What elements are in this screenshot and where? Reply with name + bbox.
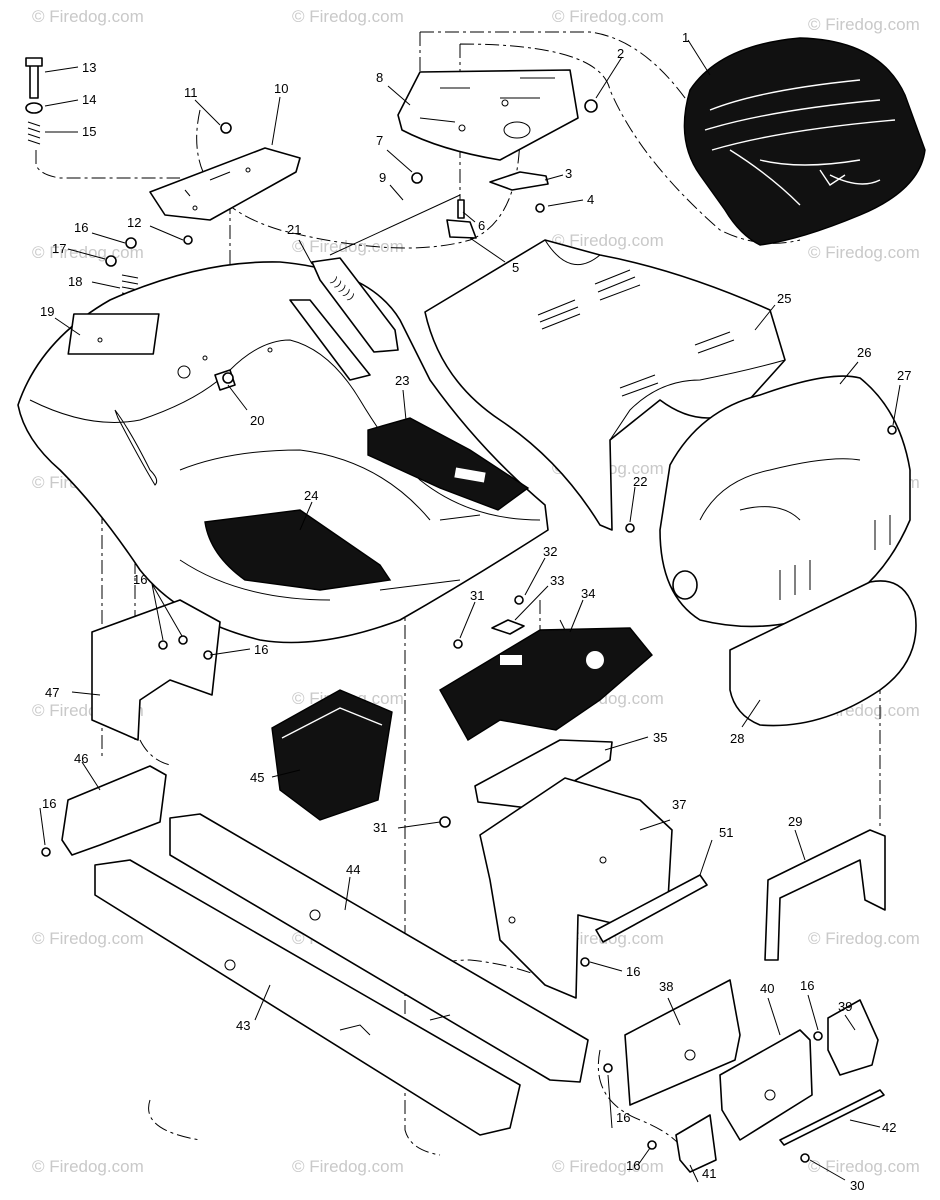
bracket-37 [479, 777, 673, 999]
seat-pan [397, 69, 579, 161]
callout-20: 20 [250, 413, 264, 428]
callout-43: 43 [236, 1018, 250, 1033]
callout-16: 16 [626, 1158, 640, 1173]
watermark: © Firedog.com [808, 243, 920, 262]
watermark: © Firedog.com [32, 1157, 144, 1176]
bracket-40 [719, 1029, 813, 1141]
hood-lens [729, 580, 917, 727]
callout-44: 44 [346, 862, 360, 877]
callout-45: 45 [250, 770, 264, 785]
rod-42 [779, 1089, 885, 1163]
callout-19: 19 [40, 304, 54, 319]
emblem: ))))) [311, 257, 399, 353]
fender-body [17, 261, 549, 644]
callout-16: 16 [800, 978, 814, 993]
callout-5: 5 [512, 260, 519, 275]
callout-17: 17 [52, 241, 66, 256]
bracket-51 [595, 874, 708, 943]
callout-41: 41 [702, 1166, 716, 1181]
callout-33: 33 [550, 573, 564, 588]
watermark: © Firedog.com [552, 231, 664, 250]
callout-2: 2 [617, 46, 624, 61]
callout-31: 31 [373, 820, 387, 835]
bracket-41 [647, 1114, 717, 1173]
callout-31: 31 [470, 588, 484, 603]
callout-26: 26 [857, 345, 871, 360]
callout-11: 11 [184, 85, 198, 100]
leader-lines [39, 39, 901, 1183]
callout-14: 14 [82, 92, 96, 107]
callout-51: 51 [719, 825, 733, 840]
battery-box [271, 689, 393, 821]
callout-21: 21 [287, 222, 301, 237]
callout-34: 34 [581, 586, 595, 601]
callout-3: 3 [565, 166, 572, 181]
watermark: © Firedog.com [552, 7, 664, 26]
watermark: © Firedog.com [808, 929, 920, 948]
callout-10: 10 [274, 81, 288, 96]
callout-9: 9 [379, 170, 386, 185]
bracket-35 [439, 739, 613, 828]
footrest-mats [204, 417, 530, 591]
watermark: © Firedog.com [292, 7, 404, 26]
watermark: © Firedog.com [808, 1157, 920, 1176]
callout-29: 29 [788, 814, 802, 829]
hood-vents [537, 269, 735, 397]
dash-panel [439, 595, 653, 741]
spring-hardware [25, 57, 139, 303]
bracket-29 [764, 829, 886, 961]
callout-27: 27 [897, 368, 911, 383]
callout-42: 42 [882, 1120, 896, 1135]
watermark: © Firedog.com [32, 929, 144, 948]
callout-1: 1 [682, 30, 689, 45]
hood [424, 239, 786, 531]
callout-35: 35 [653, 730, 667, 745]
watermark: © Firedog.com [552, 1157, 664, 1176]
callout-16: 16 [42, 796, 56, 811]
callout-30: 30 [850, 1178, 864, 1193]
bracket-47 [91, 599, 221, 741]
watermark: © Firedog.com [808, 15, 920, 34]
callout-23: 23 [395, 373, 409, 388]
watermark: © Firedog.com [32, 243, 144, 262]
callout-24: 24 [304, 488, 318, 503]
callout-16: 16 [133, 572, 147, 587]
seat-mount-bracket [149, 122, 301, 245]
callout-39: 39 [838, 999, 852, 1014]
callout-16: 16 [616, 1110, 630, 1125]
bracket-38 [603, 979, 741, 1106]
callout-46: 46 [74, 751, 88, 766]
fasteners [222, 372, 897, 533]
callout-28: 28 [730, 731, 744, 746]
callout-13: 13 [82, 60, 96, 75]
callout-15: 15 [82, 124, 96, 139]
frame-rail-44 [169, 813, 589, 1083]
callout-12: 12 [127, 215, 141, 230]
callout-4: 4 [587, 192, 594, 207]
callout-labels: 1234567891011121314151617181920212223242… [40, 30, 911, 1193]
watermark: © Firedog.com [292, 1157, 404, 1176]
callout-22: 22 [633, 474, 647, 489]
callout-25: 25 [777, 291, 791, 306]
bracket-46 [41, 765, 167, 857]
callout-16: 16 [74, 220, 88, 235]
callout-6: 6 [478, 218, 485, 233]
bracket-39 [813, 999, 879, 1076]
callout-16: 16 [626, 964, 640, 979]
seat [683, 37, 926, 246]
callout-40: 40 [760, 981, 774, 996]
seat-hardware [329, 99, 598, 256]
callout-18: 18 [68, 274, 82, 289]
watermark: © Firedog.com [32, 7, 144, 26]
callout-7: 7 [376, 133, 383, 148]
callout-32: 32 [543, 544, 557, 559]
callout-16: 16 [254, 642, 268, 657]
grille [659, 375, 911, 628]
callout-38: 38 [659, 979, 673, 994]
frame-rail-43 [94, 859, 521, 1136]
callout-8: 8 [376, 70, 383, 85]
callout-37: 37 [672, 797, 686, 812]
callout-47: 47 [45, 685, 59, 700]
